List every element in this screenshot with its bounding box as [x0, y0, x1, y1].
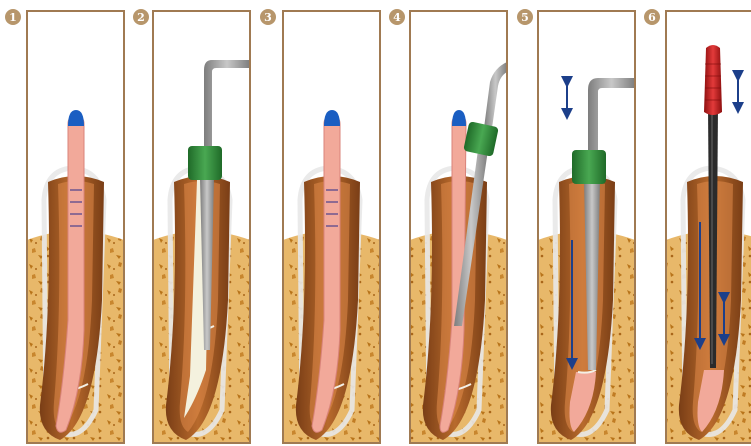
panel-step-5: 5 [517, 9, 635, 443]
step-number-3: 3 [264, 11, 272, 24]
panel-step-4: 4 [389, 9, 507, 443]
panel-step-2: 2 [133, 9, 250, 443]
step-number-6: 6 [648, 11, 656, 24]
green-collar [188, 146, 222, 180]
panel-step-6: 6 [644, 9, 751, 443]
step-number-4: 4 [393, 11, 401, 24]
red-handle [704, 45, 722, 115]
green-collar [572, 150, 606, 184]
panel-step-1: 1 [5, 9, 124, 443]
panel-step-3: 3 [260, 9, 380, 443]
green-collar [463, 121, 499, 157]
step-number-2: 2 [137, 11, 145, 24]
step-number-5: 5 [521, 11, 529, 24]
step-number-1: 1 [9, 11, 17, 24]
